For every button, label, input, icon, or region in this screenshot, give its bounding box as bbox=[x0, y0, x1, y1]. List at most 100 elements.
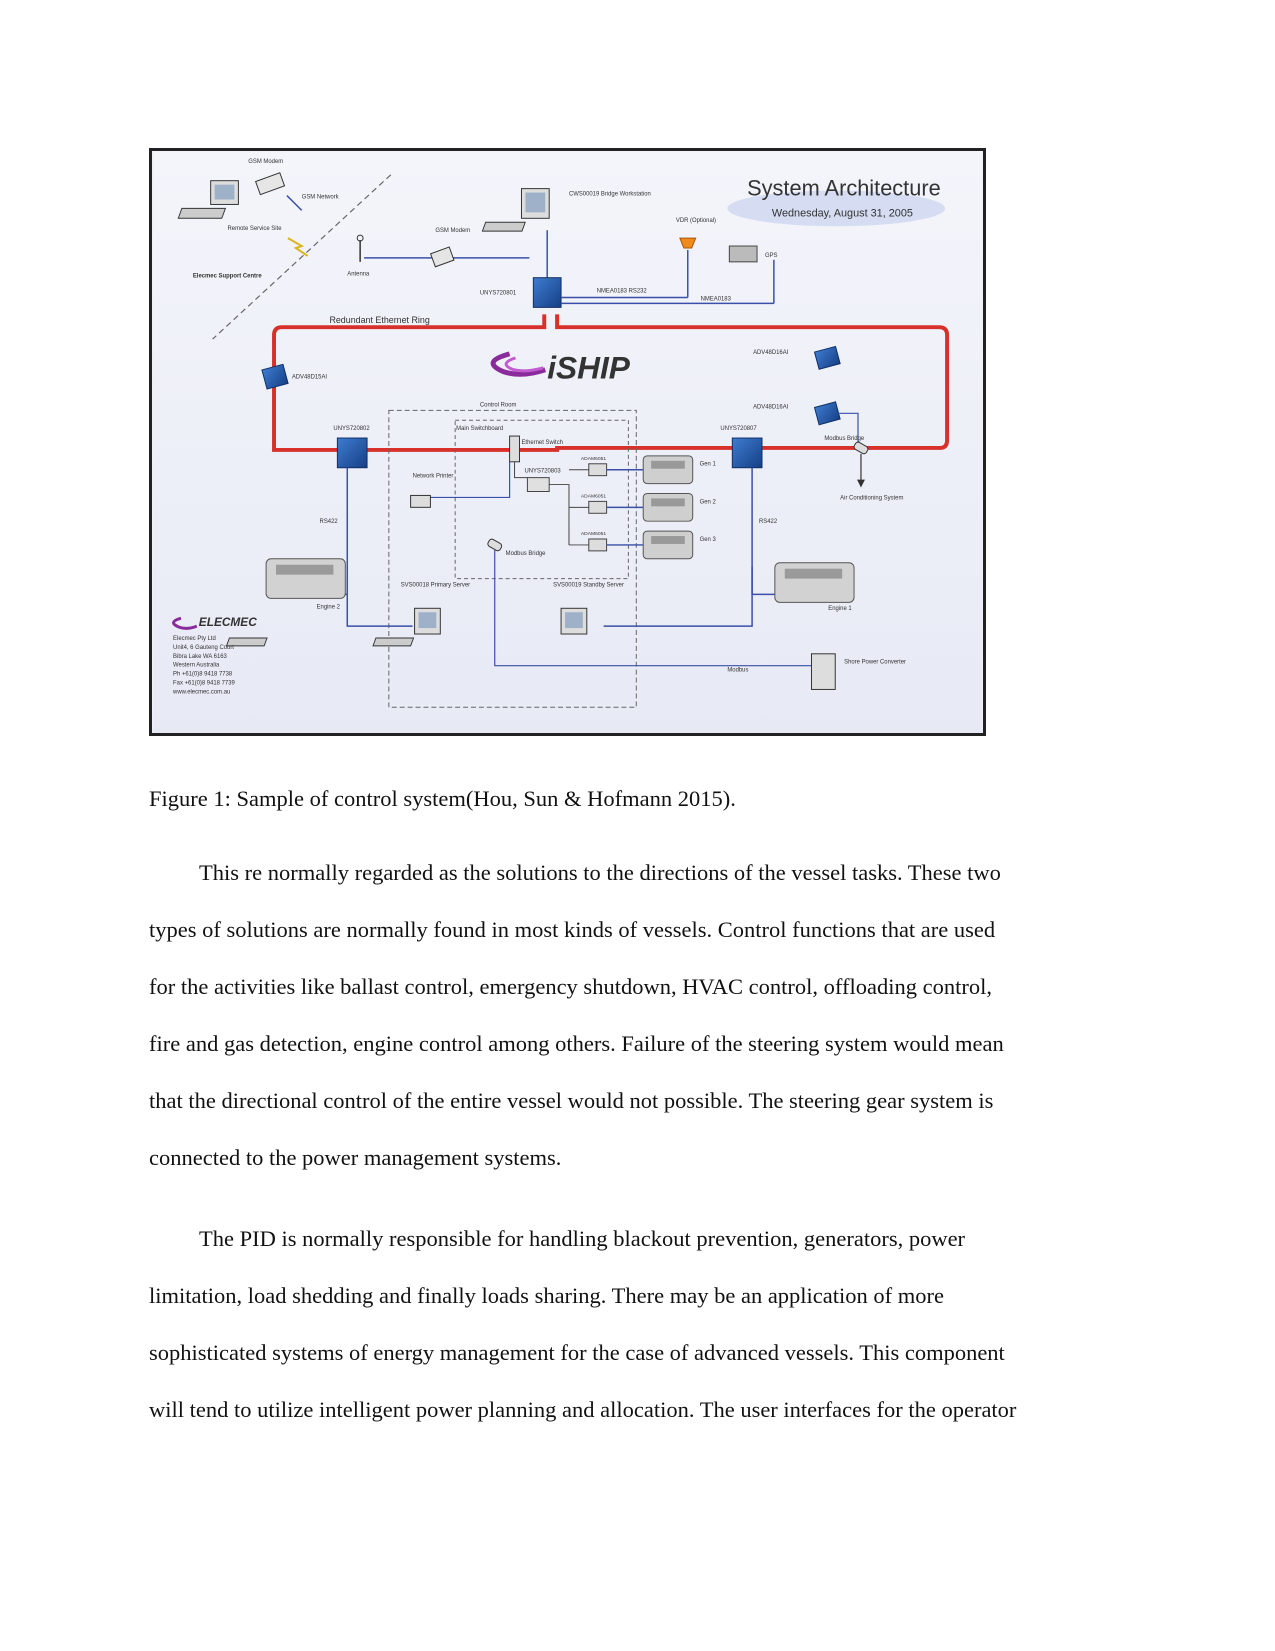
paragraph-line: will tend to utilize intelligent power p… bbox=[149, 1397, 1017, 1422]
engine-2-label: Engine 2 bbox=[317, 604, 340, 610]
boundary-dashed-line bbox=[212, 174, 392, 340]
antenna-tip-icon bbox=[356, 234, 364, 242]
elecmec-logo-icon bbox=[172, 616, 198, 630]
iship-logo: iSHIP bbox=[490, 350, 631, 386]
uny-top-device-icon bbox=[532, 277, 562, 308]
engine-1-label: Engine 1 bbox=[828, 606, 851, 612]
standby-server-label: SVS00019 Standby Server bbox=[553, 583, 624, 589]
shore-power-icon bbox=[810, 653, 836, 690]
ring-label: Redundant Ethernet Ring bbox=[329, 315, 429, 325]
modbus-bridge-right-link bbox=[838, 412, 859, 448]
adam-3-icon bbox=[588, 538, 608, 552]
paragraph-line: for the activities like ballast control,… bbox=[149, 974, 992, 999]
adv-right-2-label: ADV48D16AI bbox=[753, 404, 789, 410]
contact-line: Fax +61(0)8 9418 7739 bbox=[173, 681, 235, 687]
wireless-link-icon bbox=[287, 237, 309, 257]
modbus-bridge-right-icon bbox=[853, 441, 869, 455]
gps-label: GPS bbox=[765, 253, 778, 259]
generator-2-icon bbox=[642, 492, 694, 522]
uny-left-label: UNYS720802 bbox=[333, 426, 369, 432]
adv-right-1-device-icon bbox=[813, 345, 841, 370]
contact-line: Unit4, 6 Gauteng Court bbox=[173, 645, 234, 651]
diagram-title: System Architecture bbox=[747, 176, 941, 201]
contact-line: Elecmec Pty Ltd bbox=[173, 636, 216, 642]
paragraph-line: sophisticated systems of energy manageme… bbox=[149, 1340, 1005, 1365]
uny-right-label: UNYS720807 bbox=[720, 426, 756, 432]
aircon-arrowhead-icon bbox=[857, 479, 865, 488]
switchboard-wiring bbox=[514, 461, 589, 546]
title-swoosh bbox=[727, 190, 946, 227]
uny-right-device-icon bbox=[731, 437, 763, 469]
gsm-network-label: GSM Network bbox=[302, 195, 339, 201]
vdr-label: VDR (Optional) bbox=[676, 218, 716, 224]
gen-2-label: Gen 2 bbox=[700, 499, 716, 505]
contact-line: www.elecmec.com.au bbox=[172, 689, 230, 695]
engine-2-icon bbox=[265, 558, 346, 599]
paragraph-line: that the directional control of the enti… bbox=[149, 1088, 994, 1113]
gsm-modem-top-label: GSM Modem bbox=[248, 159, 283, 165]
primary-server-label: SVS00018 Primary Server bbox=[401, 583, 470, 589]
uny-top-label: UNYS720801 bbox=[480, 291, 516, 297]
elecmec-logo-text: ELECMEC bbox=[199, 615, 257, 629]
figure-caption: Figure 1: Sample of control system(Hou, … bbox=[149, 786, 736, 811]
rs422-right-label: RS422 bbox=[759, 519, 777, 525]
modbus-label: Modbus bbox=[727, 668, 748, 674]
modbus-link bbox=[494, 548, 812, 667]
diagram-background bbox=[153, 151, 982, 733]
gen-1-label: Gen 1 bbox=[700, 462, 716, 468]
air-conditioning-label: Air Conditioning System bbox=[840, 495, 903, 501]
system-architecture-figure: System Architecture Wednesday, August 31… bbox=[149, 148, 986, 736]
adv-right-1-label: ADV48D16AI bbox=[753, 350, 789, 356]
paragraph-line: The PID is normally responsible for hand… bbox=[199, 1226, 966, 1251]
rs422-left-link bbox=[346, 467, 413, 627]
control-room-label: Control Room bbox=[480, 402, 517, 408]
adam-3-label: ADAM6051 bbox=[581, 531, 607, 537]
antenna-label: Antenna bbox=[347, 272, 370, 278]
paragraph-line: fire and gas detection, engine control a… bbox=[149, 1031, 1004, 1056]
contact-line: Bibra Lake WA 6163 bbox=[173, 654, 227, 660]
primary-server-icon bbox=[225, 607, 441, 647]
adv-left-device-icon bbox=[261, 363, 289, 390]
nmea-label: NMEA0183 bbox=[701, 296, 732, 302]
bridge-workstation-icon bbox=[481, 188, 550, 232]
contact-line: Ph +61(0)8 9418 7738 bbox=[173, 672, 233, 678]
main-switchboard-label: Main Switchboard bbox=[456, 426, 503, 432]
engine-1-icon bbox=[774, 562, 855, 603]
adv-right-2-device-icon bbox=[813, 401, 841, 426]
workstation-label: CWS00019 Bridge Workstation bbox=[569, 192, 651, 198]
diagram-date: Wednesday, August 31, 2005 bbox=[772, 207, 913, 219]
elecmec-contact: Elecmec Pty Ltd Unit4, 6 Gauteng Court B… bbox=[172, 636, 235, 695]
generator-links bbox=[606, 468, 644, 546]
modbus-bridge-icon bbox=[487, 538, 503, 552]
nmea-rs232-label: NMEA0183 RS232 bbox=[597, 289, 647, 295]
adam-2-label: ADAM6051 bbox=[581, 493, 607, 499]
standby-server-icon bbox=[372, 607, 588, 647]
ethernet-switch-label: Ethernet Switch bbox=[521, 440, 562, 446]
gsm-modem-label: GSM Modem bbox=[435, 228, 470, 234]
generator-3-icon bbox=[642, 530, 694, 560]
remote-service-site-label: Remote Service Site bbox=[228, 226, 283, 232]
iship-wordmark: iSHIP bbox=[547, 350, 631, 386]
ethernet-switch-icon bbox=[509, 435, 520, 463]
adam-1-label: ADAM6051 bbox=[581, 456, 607, 462]
gps-icon bbox=[728, 245, 758, 263]
modbus-bridge-right-label: Modbus Bridge bbox=[824, 436, 865, 442]
uny-mid-device-icon bbox=[526, 477, 550, 492]
modbus-bridge-label: Modbus Bridge bbox=[506, 551, 547, 557]
gsm-modem-top-icon bbox=[254, 172, 286, 196]
support-centre-label: Elecmec Support Centre bbox=[193, 274, 262, 280]
paragraph-line: limitation, load shedding and finally lo… bbox=[149, 1283, 945, 1308]
adam-1-icon bbox=[588, 463, 608, 477]
paragraph-line: types of solutions are normally found in… bbox=[149, 917, 996, 942]
body-paragraph-2: The PID is normally responsible for hand… bbox=[149, 1210, 1121, 1438]
gsm-modem-icon bbox=[429, 246, 455, 268]
paragraph-line: This re normally regarded as the solutio… bbox=[199, 860, 1001, 885]
gsm-network-arrow bbox=[286, 195, 303, 211]
main-switchboard-boundary bbox=[454, 419, 629, 580]
paragraph-line: connected to the power management system… bbox=[149, 1145, 562, 1170]
generator-1-icon bbox=[642, 455, 694, 485]
rs422-right-link bbox=[603, 467, 753, 627]
gen-3-label: Gen 3 bbox=[700, 537, 717, 543]
shore-power-label: Shore Power Converter bbox=[844, 660, 906, 666]
remote-computer-icon bbox=[177, 180, 239, 219]
